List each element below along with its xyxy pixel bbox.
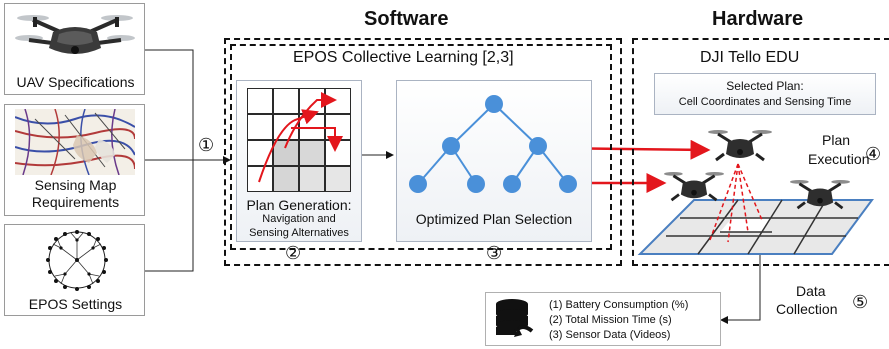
data-item-3: (3) Sensor Data (Videos) <box>549 329 671 341</box>
plan-generation-marker: ② <box>285 243 302 263</box>
plan-generation-line-2: Sensing Alternatives <box>249 227 349 239</box>
sensing-map-label-1: Sensing Map <box>34 177 117 193</box>
sensing-map-image <box>15 109 135 175</box>
optimized-plan-label: Optimized Plan Selection <box>415 211 573 227</box>
selected-plan-box <box>654 73 876 115</box>
database-icon <box>496 299 534 337</box>
plan-generation-line-1: Navigation and <box>262 213 336 225</box>
sensing-beams <box>709 163 763 243</box>
epos-tree-icon <box>46 230 108 291</box>
epos-settings-panel: EPOS Settings <box>4 224 145 316</box>
epos-settings-label: EPOS Settings <box>28 296 123 312</box>
data-collection-line-1: Data <box>796 283 826 299</box>
plan-generation-title: Plan Generation: <box>246 197 352 213</box>
data-item-2: (2) Total Mission Time (s) <box>549 314 672 326</box>
selected-plan-line-2: Cell Coordinates and Sensing Time <box>678 96 852 108</box>
uav-specifications-panel: UAV Specifications <box>4 3 145 95</box>
plan-execution-line-2: Execution <box>808 151 870 167</box>
left-bracket-lines <box>145 49 194 272</box>
plan-tree-icon <box>409 95 577 193</box>
sensing-map-panel: Sensing Map Requirements <box>4 104 145 216</box>
uav-specifications-label: UAV Specifications <box>16 74 135 90</box>
selected-plan-line-1: Selected Plan: <box>726 79 804 93</box>
drone-icon-upper <box>708 130 772 162</box>
epos-title: EPOS Collective Learning [2,3] <box>293 49 514 66</box>
drone-icon <box>15 15 135 54</box>
data-collection-arrow <box>720 248 761 324</box>
epos-collective-learning-frame <box>230 44 612 250</box>
data-collection-marker: ⑤ <box>852 292 869 312</box>
software-frame <box>224 38 622 266</box>
hardware-frame <box>632 38 889 266</box>
input-marker: ① <box>198 135 215 155</box>
data-collection-line-2: Collection <box>776 301 838 317</box>
plan-execution-line-1: Plan <box>822 132 851 148</box>
data-item-1: (1) Battery Consumption (%) <box>549 299 689 311</box>
hardware-heading: Hardware <box>712 8 804 30</box>
drone-icon-right <box>790 180 850 210</box>
optimized-plan-marker: ③ <box>486 243 503 263</box>
sensing-map-label-2: Requirements <box>31 194 120 210</box>
plan-grid <box>247 88 351 192</box>
plan-execution-marker: ④ <box>865 144 882 164</box>
software-heading: Software <box>364 8 449 30</box>
hardware-title: DJI Tello EDU <box>700 49 800 66</box>
data-collection-panel: (1) Battery Consumption (%) (2) Total Mi… <box>485 292 721 346</box>
field-grid <box>637 199 874 255</box>
drone-icon-lower <box>664 172 724 202</box>
